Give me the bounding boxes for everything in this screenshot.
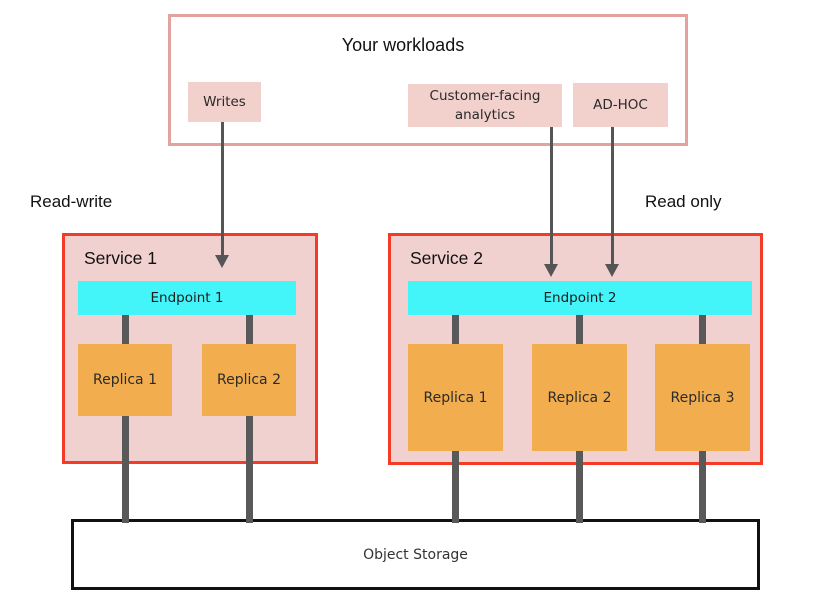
s1-replica1-storage-connector xyxy=(122,416,129,523)
s2-replica2-storage-connector xyxy=(576,451,583,523)
workloads-title: Your workloads xyxy=(341,35,465,55)
writes-label-box: Writes xyxy=(188,82,261,122)
endpoint-2-label: Endpoint 2 xyxy=(543,290,617,306)
object-storage-box: Object Storage xyxy=(71,519,760,590)
service-1-replica-2-label: Replica 2 xyxy=(216,372,281,388)
customer-facing-analytics-label-box: Customer-facing analytics xyxy=(408,84,562,127)
analytics-arrow-line xyxy=(550,127,553,264)
customer-facing-analytics-label: Customer-facing analytics xyxy=(429,88,541,123)
service-2-replica-3-label: Replica 3 xyxy=(670,389,735,406)
service-1-replica-1-box: Replica 1 xyxy=(78,344,172,416)
analytics-arrow-head-icon xyxy=(544,264,558,277)
ad-hoc-label: AD-HOC xyxy=(593,96,648,113)
service-2-replica-2-box: Replica 2 xyxy=(532,344,627,451)
s1-replica2-storage-connector xyxy=(246,416,253,523)
endpoint-1-bar: Endpoint 1 xyxy=(78,281,296,315)
s2-replica3-storage-connector xyxy=(699,451,706,523)
s2-replica1-storage-connector xyxy=(452,451,459,523)
service-2-replica-3-box: Replica 3 xyxy=(655,344,750,451)
service-2-title: Service 2 xyxy=(410,248,483,268)
writes-arrow-head-icon xyxy=(215,255,229,268)
service-2-replica-1-label: Replica 1 xyxy=(423,389,488,406)
service-1-replica-1-label: Replica 1 xyxy=(92,372,157,388)
s2-endpoint-replica3-connector xyxy=(699,315,706,344)
s1-endpoint-replica1-connector xyxy=(122,315,129,344)
writes-arrow-line xyxy=(221,122,224,255)
service-2-replica-1-box: Replica 1 xyxy=(408,344,503,451)
object-storage-label: Object Storage xyxy=(363,546,468,563)
endpoint-1-label: Endpoint 1 xyxy=(150,290,224,306)
s2-endpoint-replica1-connector xyxy=(452,315,459,344)
service-1-title: Service 1 xyxy=(84,248,157,268)
read-only-label: Read only xyxy=(645,192,722,211)
s2-endpoint-replica2-connector xyxy=(576,315,583,344)
s1-endpoint-replica2-connector xyxy=(246,315,253,344)
writes-label: Writes xyxy=(203,93,246,110)
service-2-replica-2-label: Replica 2 xyxy=(547,389,612,406)
adhoc-arrow-line xyxy=(611,127,614,264)
read-write-label: Read-write xyxy=(30,192,113,211)
adhoc-arrow-head-icon xyxy=(605,264,619,277)
endpoint-2-bar: Endpoint 2 xyxy=(408,281,752,315)
service-1-replica-2-box: Replica 2 xyxy=(202,344,296,416)
ad-hoc-label-box: AD-HOC xyxy=(573,83,668,127)
